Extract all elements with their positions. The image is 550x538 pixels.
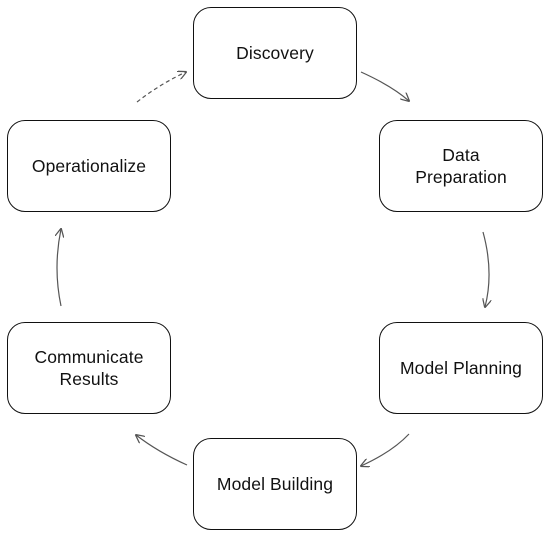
- model-building-node: Model Building: [193, 438, 357, 530]
- arrow-model-building-to-communicate-results: [136, 435, 188, 466]
- arrow-discovery-to-data-preparation: [360, 71, 409, 101]
- data-preparation-label: Data Preparation: [415, 145, 507, 187]
- model-building-label: Model Building: [216, 474, 334, 494]
- operationalize-node: Operationalize: [7, 120, 171, 212]
- operationalize-label: Operationalize: [31, 156, 147, 176]
- communicate-results-node: Communicate Results: [7, 322, 171, 414]
- communicate-results-label: Communicate Results: [34, 347, 144, 389]
- arrow-model-planning-to-model-building: [361, 433, 410, 466]
- arrow-communicate-results-to-operationalize: [57, 229, 61, 307]
- arrow-data-preparation-to-model-planning: [483, 231, 489, 307]
- model-planning-label: Model Planning: [399, 358, 523, 378]
- arrow-operationalize-to-discovery: [136, 72, 186, 103]
- model-planning-node: Model Planning: [379, 322, 543, 414]
- data-preparation-node: Data Preparation: [379, 120, 543, 212]
- discovery-label: Discovery: [236, 43, 314, 63]
- discovery-node: Discovery: [193, 7, 357, 99]
